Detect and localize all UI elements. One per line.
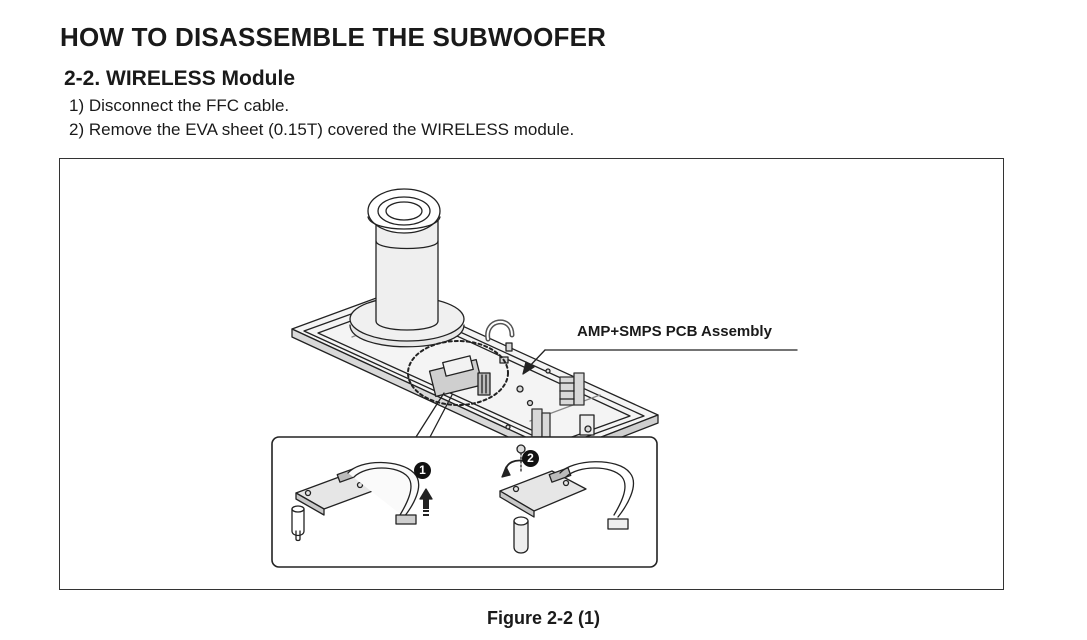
port-tube: [349, 188, 465, 348]
pcb-callout-leader: [522, 349, 798, 375]
step-item: 2) Remove the EVA sheet (0.15T) covered …: [69, 120, 575, 139]
detail-remove-screw: [499, 444, 635, 554]
section-title: 2-2. WIRELESS Module: [64, 67, 296, 90]
step-item: 1) Disconnect the FFC cable.: [69, 96, 290, 115]
instruction-steps: 1) Disconnect the FFC cable. 2) Remove t…: [69, 94, 574, 142]
page-title: HOW TO DISASSEMBLE THE SUBWOOFER: [60, 22, 607, 52]
detail-disconnect-ffc: [291, 461, 433, 542]
figure-frame: AMP+SMPS PCB Assembly 1 2: [59, 158, 1004, 590]
zoom-leader: [415, 392, 445, 438]
disassembly-illustration: [271, 188, 798, 568]
pcb-callout-label: AMP+SMPS PCB Assembly: [577, 323, 772, 340]
step-badge-1: 1: [414, 462, 431, 479]
wireless-module-area: [407, 340, 509, 406]
figure-caption: Figure 2-2 (1): [486, 608, 601, 628]
pcb-components: [499, 342, 595, 438]
step-badge-2: 2: [522, 450, 539, 467]
detail-inset: [271, 436, 658, 568]
